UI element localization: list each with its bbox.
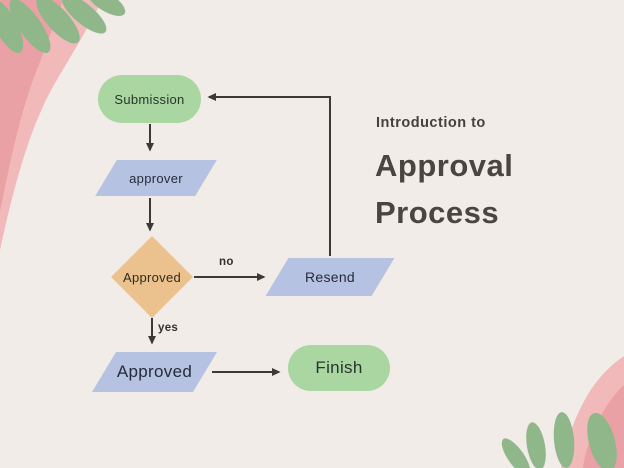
- node-finish: Finish: [288, 345, 390, 391]
- node-finish-label: Finish: [315, 358, 363, 377]
- corner-leaves-bottom-right-icon: [501, 412, 617, 468]
- title-block: Introduction to Approval Process: [375, 115, 585, 236]
- edge-label-yes: yes: [158, 322, 179, 334]
- node-approved: Approved: [91, 352, 218, 392]
- node-submission: Submission: [98, 75, 201, 123]
- node-resend: Resend: [265, 258, 395, 296]
- corner-blob-top-left: [0, 0, 102, 250]
- node-decision-label: Approved: [122, 269, 182, 285]
- node-approver-label: approver: [129, 170, 183, 186]
- corner-leaves-top-left-icon: [0, 0, 126, 53]
- node-resend-label: Resend: [304, 269, 356, 285]
- node-submission-label: Submission: [114, 91, 185, 107]
- flow-arrows: [146, 93, 331, 376]
- arrow-resend-to-submission: [207, 93, 331, 256]
- node-approved-label: Approved: [116, 362, 193, 381]
- edge-label-no: no: [219, 256, 234, 268]
- page-title: Approval Process: [375, 148, 514, 231]
- title-eyebrow: Introduction to: [376, 115, 486, 131]
- node-approver: approver: [95, 160, 217, 196]
